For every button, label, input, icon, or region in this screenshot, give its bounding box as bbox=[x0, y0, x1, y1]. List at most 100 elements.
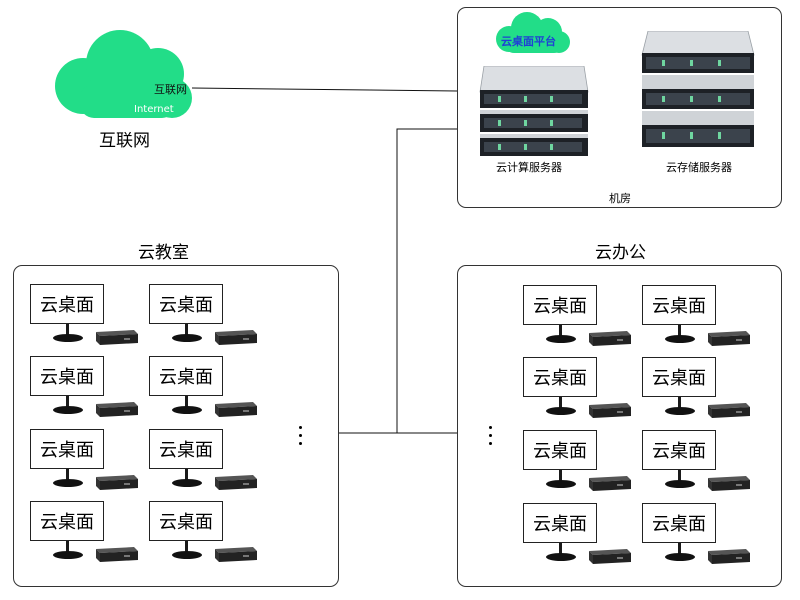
office-station-2: 云桌面 bbox=[642, 285, 752, 351]
thin-client-icon bbox=[708, 476, 750, 491]
desktop-monitor-screen: 云桌面 bbox=[149, 284, 223, 324]
thin-client-icon bbox=[215, 475, 257, 490]
monitor-stand bbox=[185, 396, 188, 408]
monitor-stand bbox=[678, 325, 681, 337]
monitor-stand bbox=[559, 397, 562, 409]
monitor-base bbox=[172, 406, 202, 414]
desktop-monitor-screen: 云桌面 bbox=[642, 503, 716, 543]
desktop-monitor-screen: 云桌面 bbox=[149, 429, 223, 469]
desktop-monitor-screen: 云桌面 bbox=[30, 284, 104, 324]
classroom-station-6: 云桌面 bbox=[149, 429, 259, 495]
office-more-ellipsis-icon bbox=[488, 426, 494, 450]
office-station-1: 云桌面 bbox=[523, 285, 633, 351]
monitor-stand bbox=[559, 325, 562, 337]
office-station-3: 云桌面 bbox=[523, 357, 633, 423]
monitor-base bbox=[546, 335, 576, 343]
desktop-monitor-screen: 云桌面 bbox=[149, 501, 223, 541]
classroom-station-7: 云桌面 bbox=[30, 501, 140, 567]
monitor-base bbox=[665, 553, 695, 561]
monitor-stand bbox=[185, 324, 188, 336]
monitor-base bbox=[665, 335, 695, 343]
thin-client-icon bbox=[708, 403, 750, 418]
office-title: 云办公 bbox=[595, 243, 646, 263]
thin-client-icon bbox=[96, 330, 138, 345]
internet-cloud: 互联网 Internet bbox=[50, 28, 200, 120]
internet-to-machine-room-line bbox=[191, 87, 458, 92]
thin-client-icon bbox=[215, 402, 257, 417]
monitor-stand bbox=[66, 541, 69, 553]
monitor-stand bbox=[678, 397, 681, 409]
desktop-monitor-screen: 云桌面 bbox=[523, 357, 597, 397]
internet-cloud-icon bbox=[55, 30, 192, 118]
desktop-monitor-screen: 云桌面 bbox=[30, 429, 104, 469]
monitor-base bbox=[172, 479, 202, 487]
compute-server-stack bbox=[478, 65, 590, 158]
monitor-stand bbox=[185, 541, 188, 553]
desktop-monitor-screen: 云桌面 bbox=[30, 356, 104, 396]
thin-client-icon bbox=[589, 331, 631, 346]
compute-server-label: 云计算服务器 bbox=[496, 161, 562, 174]
thin-client-icon bbox=[96, 547, 138, 562]
thin-client-icon bbox=[708, 549, 750, 564]
office-panel bbox=[457, 265, 782, 587]
monitor-stand bbox=[559, 543, 562, 555]
monitor-base bbox=[546, 407, 576, 415]
office-station-6: 云桌面 bbox=[642, 430, 752, 496]
thin-client-icon bbox=[708, 331, 750, 346]
desktop-monitor-screen: 云桌面 bbox=[523, 503, 597, 543]
thin-client-icon bbox=[589, 403, 631, 418]
desktop-monitor-screen: 云桌面 bbox=[30, 501, 104, 541]
monitor-stand bbox=[678, 470, 681, 482]
classroom-station-3: 云桌面 bbox=[30, 356, 140, 422]
desktop-monitor-screen: 云桌面 bbox=[642, 430, 716, 470]
monitor-base bbox=[53, 406, 83, 414]
classroom-station-8: 云桌面 bbox=[149, 501, 259, 567]
monitor-base bbox=[665, 407, 695, 415]
monitor-stand bbox=[66, 324, 69, 336]
monitor-base bbox=[53, 479, 83, 487]
monitor-base bbox=[172, 551, 202, 559]
office-station-8: 云桌面 bbox=[642, 503, 752, 569]
thin-client-icon bbox=[589, 476, 631, 491]
compute-server-icon bbox=[479, 65, 589, 156]
internet-caption: 互联网 bbox=[99, 131, 150, 151]
monitor-stand bbox=[678, 543, 681, 555]
classroom-station-1: 云桌面 bbox=[30, 284, 140, 350]
internet-cloud-sublabel: Internet bbox=[134, 104, 174, 115]
desktop-monitor-screen: 云桌面 bbox=[642, 357, 716, 397]
monitor-base bbox=[546, 553, 576, 561]
classroom-station-4: 云桌面 bbox=[149, 356, 259, 422]
machine-room-to-sites-line bbox=[396, 128, 457, 433]
desktop-monitor-screen: 云桌面 bbox=[523, 430, 597, 470]
office-station-5: 云桌面 bbox=[523, 430, 633, 496]
desktop-monitor-screen: 云桌面 bbox=[523, 285, 597, 325]
thin-client-icon bbox=[589, 549, 631, 564]
platform-cloud: 云桌面平台 bbox=[493, 11, 573, 55]
storage-server-icon bbox=[641, 30, 755, 147]
office-station-7: 云桌面 bbox=[523, 503, 633, 569]
thin-client-icon bbox=[96, 402, 138, 417]
monitor-stand bbox=[185, 469, 188, 481]
thin-client-icon bbox=[215, 547, 257, 562]
thin-client-icon bbox=[215, 330, 257, 345]
monitor-base bbox=[53, 551, 83, 559]
classroom-station-5: 云桌面 bbox=[30, 429, 140, 495]
platform-cloud-icon bbox=[496, 12, 570, 53]
office-station-4: 云桌面 bbox=[642, 357, 752, 423]
machine-room-label: 机房 bbox=[609, 192, 631, 205]
monitor-stand bbox=[66, 396, 69, 408]
monitor-base bbox=[546, 480, 576, 488]
internet-cloud-label: 互联网 bbox=[154, 83, 187, 96]
monitor-stand bbox=[559, 470, 562, 482]
classroom-more-ellipsis-icon bbox=[298, 426, 304, 450]
platform-label: 云桌面平台 bbox=[501, 35, 556, 48]
monitor-base bbox=[172, 334, 202, 342]
classroom-station-2: 云桌面 bbox=[149, 284, 259, 350]
desktop-monitor-screen: 云桌面 bbox=[149, 356, 223, 396]
classroom-title: 云教室 bbox=[138, 243, 189, 263]
desktop-monitor-screen: 云桌面 bbox=[642, 285, 716, 325]
monitor-base bbox=[53, 334, 83, 342]
thin-client-icon bbox=[96, 475, 138, 490]
monitor-base bbox=[665, 480, 695, 488]
